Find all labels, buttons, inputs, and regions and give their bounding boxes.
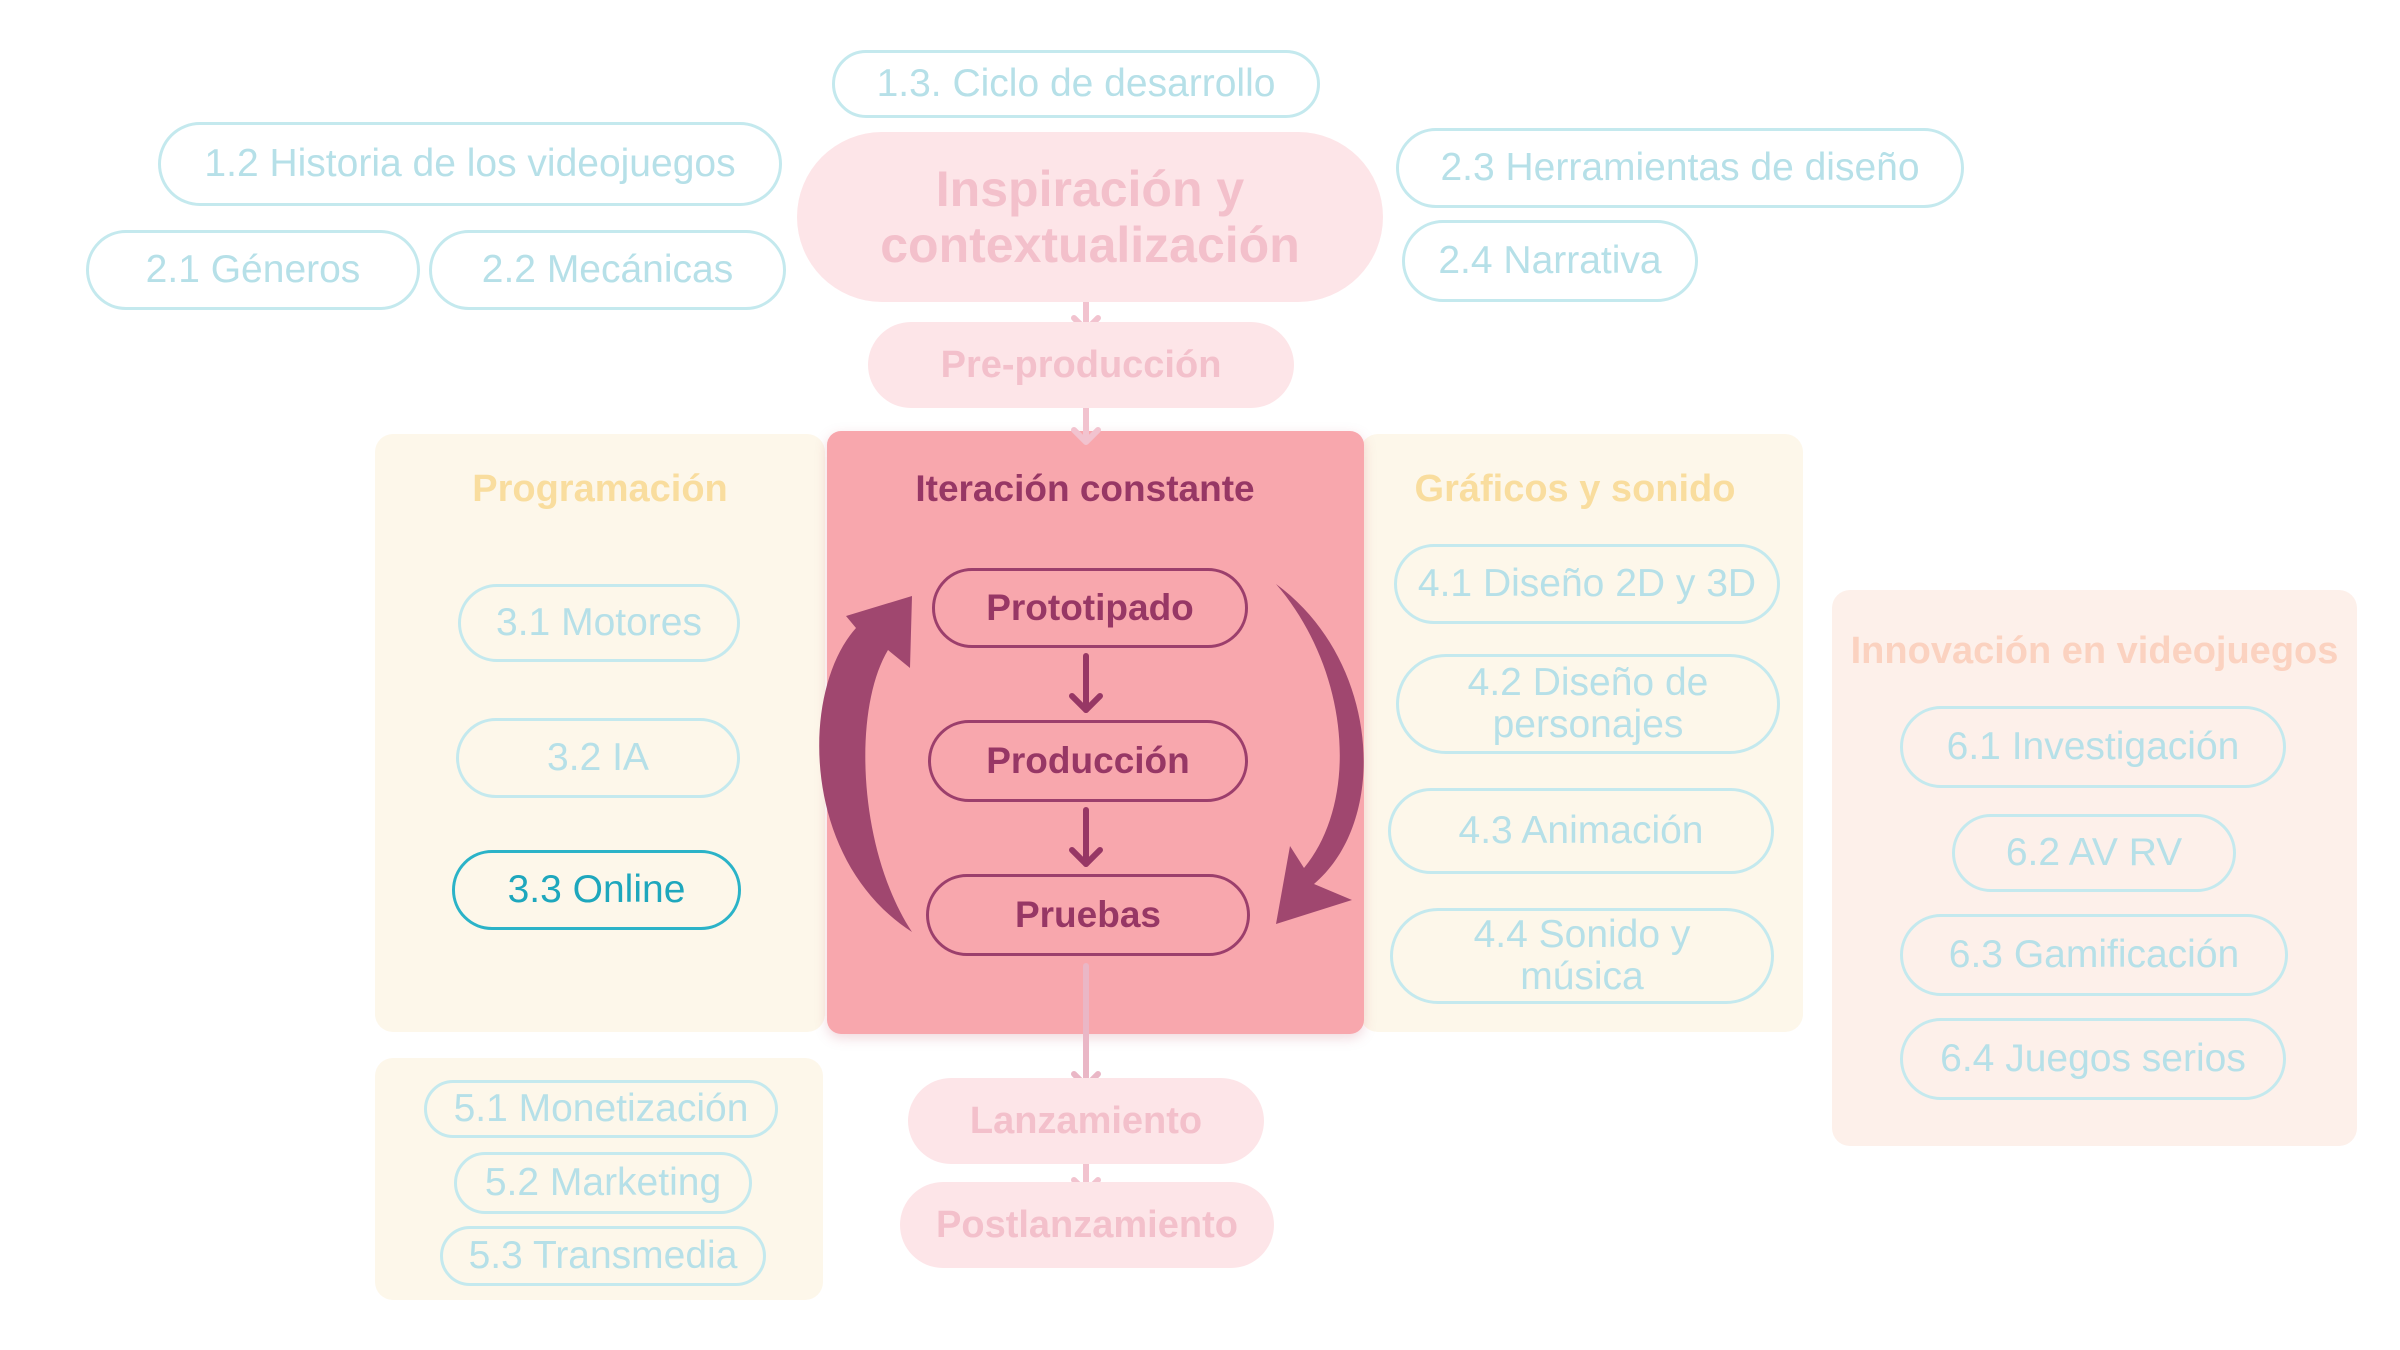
ia-label: 3.2 IA — [547, 736, 649, 779]
generos-pill[interactable]: 2.1 Géneros — [86, 230, 420, 310]
animacion-pill[interactable]: 4.3 Animación — [1388, 788, 1774, 874]
historia-label: 1.2 Historia de los videojuegos — [204, 142, 736, 185]
transmedia-label: 5.3 Transmedia — [468, 1234, 738, 1277]
mecanicas-pill[interactable]: 2.2 Mecánicas — [429, 230, 786, 310]
online-pill[interactable]: 3.3 Online — [452, 850, 741, 930]
prototipado-pill[interactable]: Prototipado — [932, 568, 1248, 648]
lanzamiento-node[interactable]: Lanzamiento — [908, 1078, 1264, 1164]
arrow-pruebas-lanzamiento — [1071, 963, 1101, 1089]
online-label: 3.3 Online — [507, 868, 686, 911]
sonido-musica-label-1: 4.4 Sonido y — [1473, 913, 1691, 956]
herramientas-label: 2.3 Herramientas de diseño — [1440, 146, 1920, 189]
motores-pill[interactable]: 3.1 Motores — [458, 584, 740, 662]
herramientas-pill[interactable]: 2.3 Herramientas de diseño — [1396, 128, 1964, 208]
lanzamiento-label: Lanzamiento — [969, 1099, 1203, 1142]
historia-pill[interactable]: 1.2 Historia de los videojuegos — [158, 122, 782, 206]
narrativa-label: 2.4 Narrativa — [1438, 239, 1662, 282]
transmedia-pill[interactable]: 5.3 Transmedia — [440, 1226, 766, 1286]
investigacion-label: 6.1 Investigación — [1946, 725, 2240, 768]
animacion-label: 4.3 Animación — [1458, 809, 1704, 852]
monetizacion-pill[interactable]: 5.1 Monetización — [424, 1080, 778, 1138]
arrow-produccion-pruebas — [1069, 807, 1103, 867]
sonido-musica-label-2: música — [1520, 955, 1644, 998]
av-rv-label: 6.2 AV RV — [2005, 831, 2183, 874]
generos-label: 2.1 Géneros — [145, 248, 361, 291]
pruebas-pill[interactable]: Pruebas — [926, 874, 1250, 956]
pruebas-label: Pruebas — [1014, 894, 1161, 935]
preproduccion-label: Pre-producción — [940, 343, 1222, 386]
gamificacion-label: 6.3 Gamificación — [1948, 933, 2240, 976]
innovacion-title: Innovación en videojuegos — [1850, 630, 2339, 672]
marketing-pill[interactable]: 5.2 Marketing — [454, 1152, 752, 1214]
diseno-personajes-label-2: personajes — [1492, 703, 1684, 746]
iteration-title: Iteración constante — [915, 468, 1255, 509]
diseno-2d-3d-pill[interactable]: 4.1 Diseño 2D y 3D — [1394, 544, 1780, 624]
sonido-musica-pill[interactable]: 4.4 Sonido y música — [1390, 908, 1774, 1004]
preproduccion-node[interactable]: Pre-producción — [868, 322, 1294, 408]
motores-label: 3.1 Motores — [496, 601, 702, 644]
ciclo-desarrollo-pill[interactable]: 1.3. Ciclo de desarrollo — [832, 50, 1320, 118]
programacion-title: Programación — [472, 468, 728, 510]
postlanzamiento-node[interactable]: Postlanzamiento — [900, 1182, 1274, 1268]
inspiration-node[interactable]: Inspiración y contextualización — [797, 132, 1383, 302]
postlanzamiento-label: Postlanzamiento — [936, 1203, 1238, 1246]
investigacion-pill[interactable]: 6.1 Investigación — [1900, 706, 2286, 788]
narrativa-pill[interactable]: 2.4 Narrativa — [1402, 220, 1698, 302]
cycle-arrow-left — [819, 596, 912, 932]
monetizacion-label: 5.1 Monetización — [453, 1087, 749, 1130]
diseno-personajes-label-1: 4.2 Diseño de — [1467, 661, 1709, 704]
ciclo-desarrollo-label: 1.3. Ciclo de desarrollo — [876, 62, 1276, 105]
produccion-pill[interactable]: Producción — [928, 720, 1248, 802]
juegos-serios-label: 6.4 Juegos serios — [1940, 1037, 2246, 1080]
produccion-label: Producción — [986, 740, 1190, 781]
cycle-arrow-right — [1276, 584, 1364, 924]
juegos-serios-pill[interactable]: 6.4 Juegos serios — [1900, 1018, 2286, 1100]
ia-pill[interactable]: 3.2 IA — [456, 718, 740, 798]
arrow-prototipado-produccion — [1069, 653, 1103, 713]
gamificacion-pill[interactable]: 6.3 Gamificación — [1900, 914, 2288, 996]
marketing-label: 5.2 Marketing — [484, 1161, 722, 1204]
diseno-2d-3d-label: 4.1 Diseño 2D y 3D — [1417, 562, 1757, 605]
arrow-preproduccion-iteracion — [1071, 405, 1101, 445]
prototipado-label: Prototipado — [986, 587, 1194, 628]
av-rv-pill[interactable]: 6.2 AV RV — [1952, 814, 2236, 892]
inspiration-title-line2: contextualización — [880, 217, 1300, 273]
mecanicas-label: 2.2 Mecánicas — [481, 248, 734, 291]
diseno-personajes-pill[interactable]: 4.2 Diseño de personajes — [1396, 654, 1780, 754]
graficos-title: Gráficos y sonido — [1414, 468, 1736, 510]
inspiration-title-line1: Inspiración y — [935, 161, 1245, 217]
